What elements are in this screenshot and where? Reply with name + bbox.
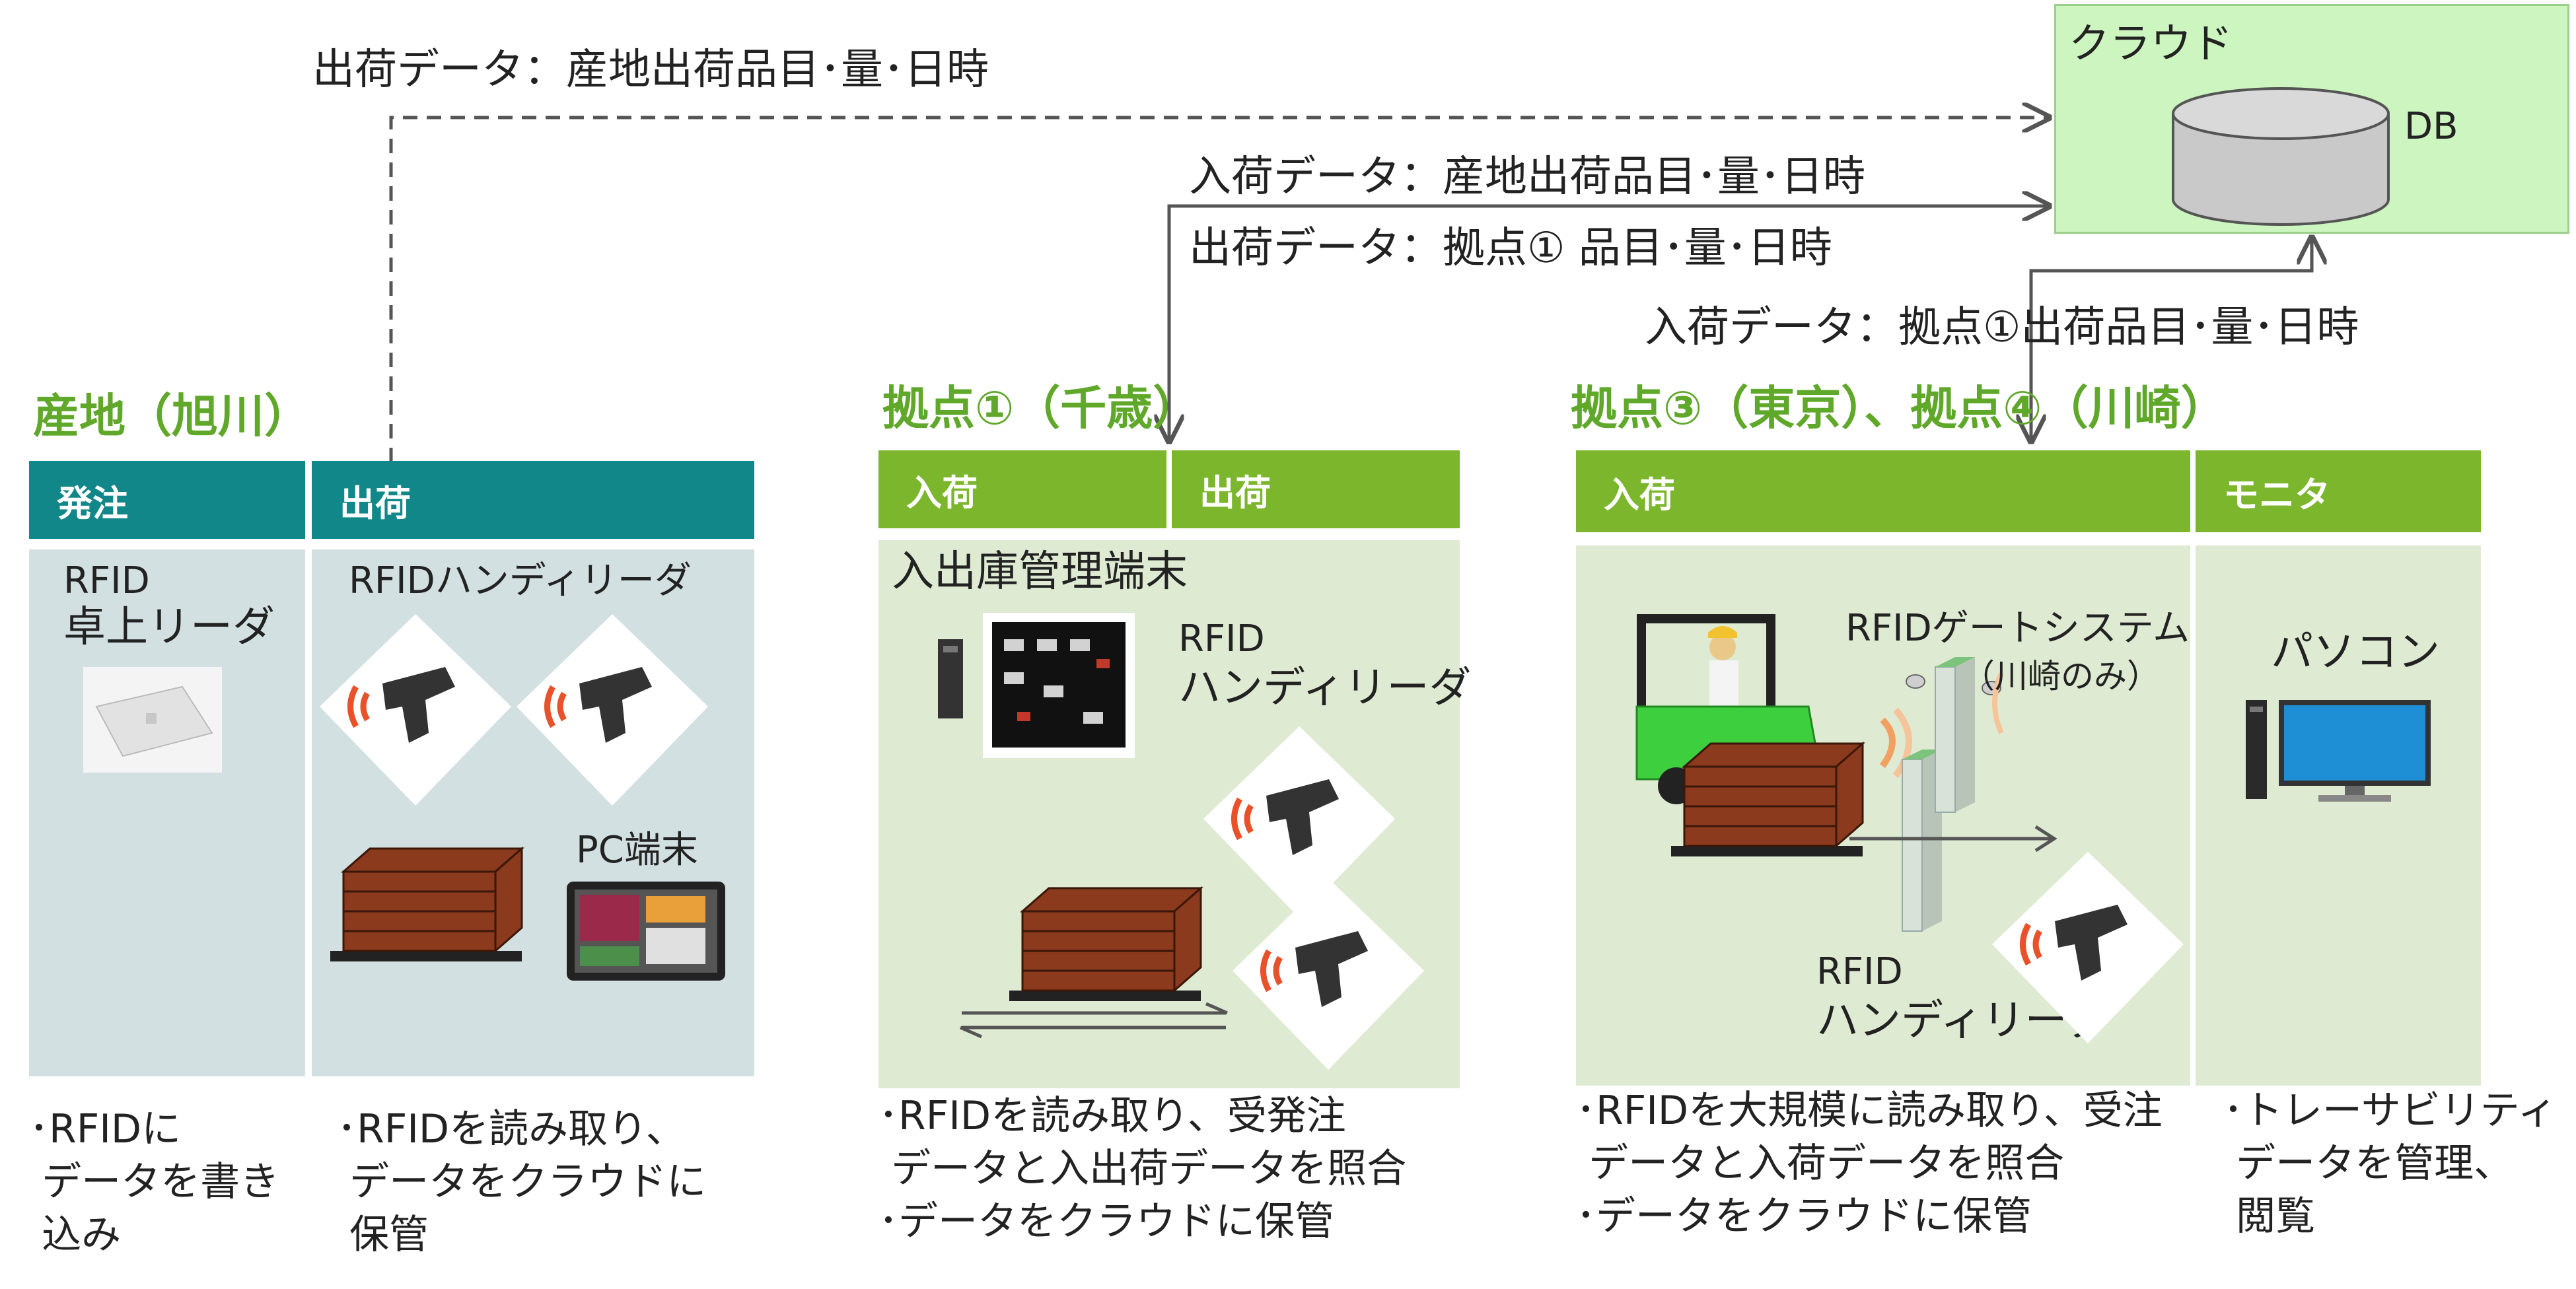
tokyo-handy-label-1: RFID: [1816, 950, 1903, 993]
chitose-col-in: 入荷: [878, 450, 1166, 528]
tablet-icon: [567, 882, 725, 981]
tokyo-title: 拠点③（東京）、拠点④（川崎）: [1571, 381, 2227, 435]
chitose-handy-label-2: ハンディリーダ: [1178, 664, 1472, 713]
origin-note-ship: ･RFIDを読み取り、 データをクラウドに 保管: [337, 1106, 707, 1258]
gate-system-note: （川崎のみ）: [1962, 657, 2160, 695]
terminal-icon: [938, 613, 1135, 758]
gate-system-label: RFIDゲートシステム: [1845, 607, 2190, 650]
chitose-col-out-label: 出荷: [1199, 471, 1271, 514]
desk-reader-label-1: RFID: [63, 559, 150, 602]
tokyo-in-flow-label: 入荷データ：拠点①出荷品目･量･日時: [1645, 303, 2359, 352]
origin-ship-arrow: [389, 118, 2049, 462]
handy-reader-label: RFIDハンディリーダ: [349, 559, 692, 602]
db-label: DB: [2404, 105, 2458, 148]
chitose-col-in-label: 入荷: [906, 471, 978, 514]
origin-col-ship: 出荷: [312, 461, 754, 539]
database-icon: [2172, 87, 2390, 226]
pallet-icon: [1671, 741, 1865, 856]
origin-body-right: [312, 549, 754, 1076]
origin-note-order: ･RFIDに データを書き 込み: [29, 1106, 280, 1258]
tokyo-col-monitor-label: モニタ: [2223, 473, 2330, 516]
double-arrow-icon: [959, 1002, 1229, 1039]
chitose-out-flow-label: 出荷データ：拠点① 品目･量･日時: [1189, 224, 1832, 273]
pc-terminal-label: PC端末: [576, 829, 698, 872]
handy-reader-icon: [517, 614, 708, 806]
chitose-in-flow-label: 入荷データ：産地出荷品目･量･日時: [1189, 153, 1865, 201]
origin-body-left: [29, 549, 305, 1076]
origin-ship-flow-label: 出荷データ：産地出荷品目･量･日時: [312, 46, 989, 94]
desk-reader-label-2: 卓上リーダ: [63, 603, 275, 652]
desk-reader-icon: [83, 667, 222, 773]
handy-reader-icon: [1233, 878, 1424, 1070]
terminal-label: 入出庫管理端末: [892, 547, 1188, 596]
tokyo-arrow: [2031, 238, 2312, 441]
rfid-gate-icon: [1849, 657, 2057, 932]
pc-label: パソコン: [2271, 628, 2440, 677]
origin-col-ship-label: 出荷: [340, 482, 411, 524]
cloud-title: クラウド: [2069, 19, 2233, 67]
origin-title: 産地（旭川）: [33, 389, 310, 443]
tokyo-col-in: 入荷: [1576, 450, 2190, 532]
pallet-icon: [1009, 886, 1203, 1001]
tokyo-body-right: [2196, 545, 2481, 1086]
origin-col-order-label: 発注: [57, 482, 128, 524]
origin-col-order: 発注: [29, 461, 305, 539]
tokyo-col-monitor: モニタ: [2196, 450, 2481, 532]
desktop-pc-icon: [2246, 700, 2431, 802]
tokyo-note-in: ･RFIDを大規模に読み取り、受注 データと入荷データを照合 ･データをクラウド…: [1576, 1088, 2163, 1239]
tokyo-note-monitor: ･トレーサビリティ データを管理、 閲覧: [2223, 1088, 2558, 1239]
handy-reader-icon: [320, 614, 511, 806]
chitose-note: ･RFIDを読み取り、受発注 データと入出荷データを照合 ･データをクラウドに保…: [878, 1093, 1407, 1245]
chitose-handy-label-1: RFID: [1178, 617, 1265, 660]
handy-reader-icon: [1203, 726, 1395, 918]
handy-reader-icon: [1992, 852, 2184, 1043]
chitose-title: 拠点①（千歳）: [882, 381, 1199, 435]
chitose-col-out: 出荷: [1172, 450, 1460, 528]
chitose-arrow: [1169, 206, 2049, 441]
tokyo-col-in-label: 入荷: [1604, 473, 1675, 516]
pallet-icon: [330, 846, 524, 961]
